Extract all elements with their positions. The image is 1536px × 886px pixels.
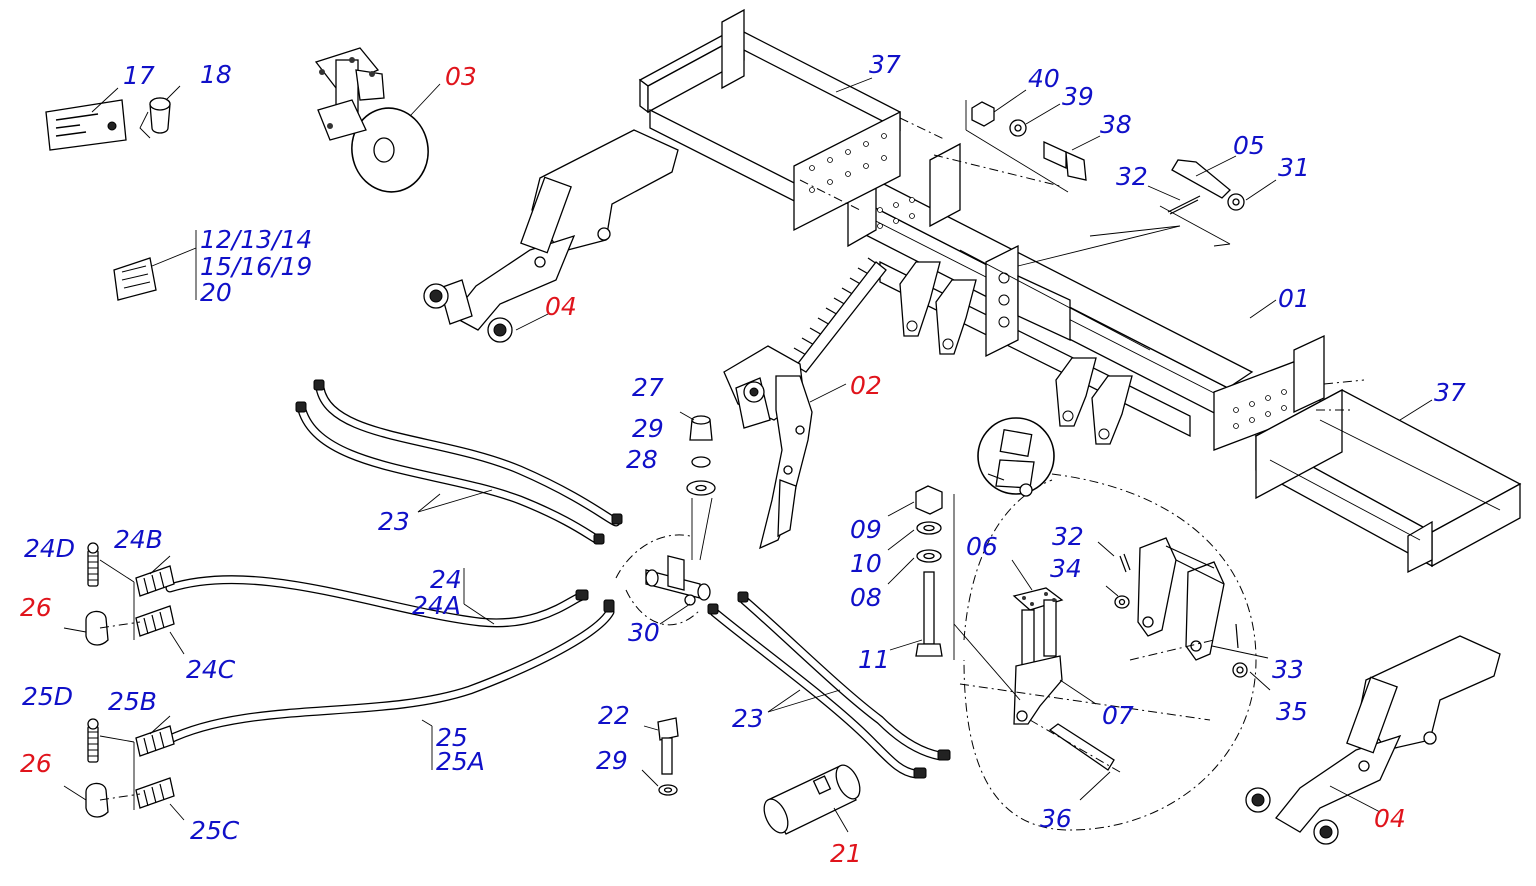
hydraulic-hoses-24-25 [163,568,615,770]
extension-frame-top [638,8,947,232]
label-37-top: 37 [869,50,901,79]
label-25B: 25B [108,687,157,716]
label-11: 11 [858,645,890,674]
disc-coulter-assembly [314,47,441,193]
label-25C: 25C [190,816,240,845]
label-25A: 25A [436,747,485,776]
label-03: 03 [445,62,477,91]
pin-set [1159,159,1245,247]
label-32-top: 32 [1116,162,1148,191]
label-36: 36 [1040,804,1072,833]
label-18: 18 [200,60,232,89]
label-04-lower: 04 [1374,804,1406,833]
label-24D: 24D [24,534,75,563]
label-25D: 25D [22,682,73,711]
plug-washer-set [679,411,716,561]
label-02: 02 [850,371,882,400]
label-06: 06 [966,532,998,561]
label-25: 25 [436,723,468,752]
label-24C: 24C [186,655,236,684]
label-05: 05 [1233,131,1265,160]
hydraulic-cylinder [763,764,861,835]
bolt-nut-set [965,100,1087,193]
couplers-lower [63,715,185,821]
label-07: 07 [1102,701,1134,730]
label-30: 30 [628,618,660,647]
label-32-detail: 32 [1052,522,1084,551]
label-12-13-14: 12/13/14 [200,225,312,254]
part-labels: 17 18 03 37 40 39 38 05 32 31 12/13/14 1… [20,50,1466,868]
label-23-lower: 23 [732,704,764,733]
bolt-washer-22-29 [641,717,679,796]
label-24B: 24B [114,525,163,554]
hydraulic-hoses [295,379,951,779]
extension-frame-bottom [1254,379,1522,574]
label-38: 38 [1100,110,1132,139]
spring-shank-assembly [723,257,887,550]
label-24A: 24A [412,591,461,620]
label-21: 21 [830,839,862,868]
label-leaders [835,77,1433,421]
main-frame-beam [847,142,1325,451]
bolt-stack [887,485,955,660]
label-39: 39 [1062,82,1094,111]
label-22: 22 [598,701,630,730]
label-08: 08 [850,583,882,612]
label-09: 09 [850,515,882,544]
label-35: 35 [1276,697,1308,726]
label-04-upper: 04 [545,292,577,321]
label-01: 01 [1278,284,1310,313]
label-17: 17 [123,61,155,90]
label-26-upper: 26 [20,593,52,622]
label-23-upper: 23 [378,507,410,536]
label-15-16-19: 15/16/19 [200,252,312,281]
label-37-bottom: 37 [1434,378,1466,407]
label-27: 27 [632,373,664,402]
sticker-set [113,230,197,301]
label-40: 40 [1028,64,1060,93]
tee-fitting [615,534,711,626]
couplers-upper [63,542,185,655]
id-plate [45,85,181,151]
label-33: 33 [1272,655,1304,684]
label-26-lower: 26 [20,749,52,778]
row-unit-lower [1245,635,1501,845]
label-20: 20 [200,278,232,307]
label-31: 31 [1278,153,1310,182]
label-29-lower: 29 [596,746,628,775]
label-24: 24 [430,565,462,594]
label-10: 10 [850,549,882,578]
detail-view [953,417,1271,831]
row-unit-upper [423,129,679,343]
label-29-upper: 29 [632,414,664,443]
label-34: 34 [1050,554,1082,583]
label-28: 28 [626,445,658,474]
